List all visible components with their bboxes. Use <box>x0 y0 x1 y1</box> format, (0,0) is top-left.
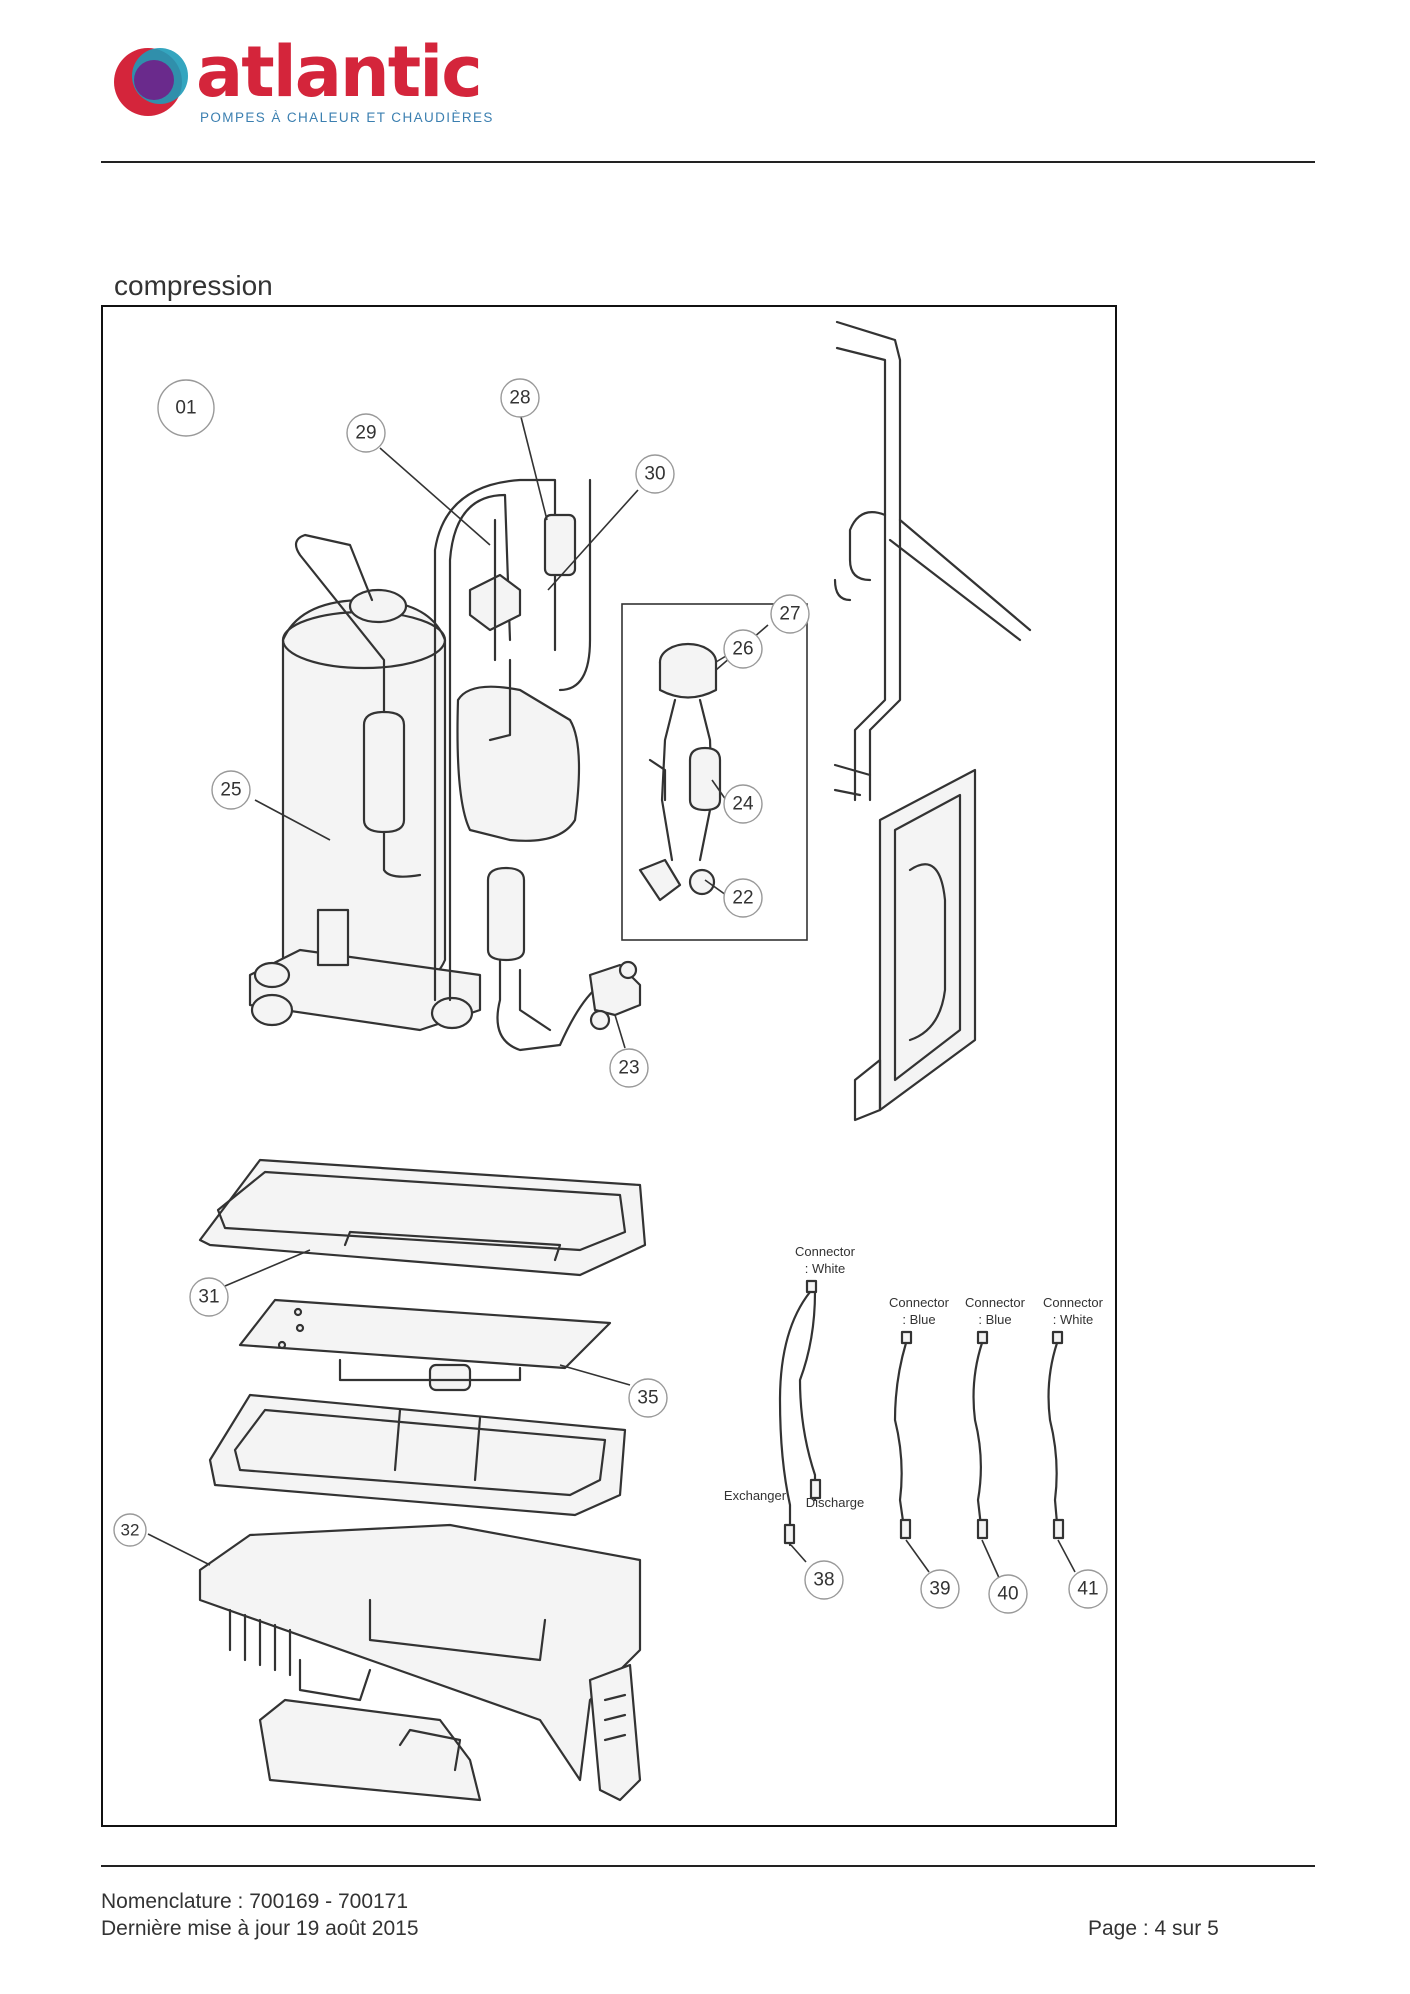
reversing-valve-group <box>638 642 722 902</box>
callout-38-label: 38 <box>813 1570 834 1591</box>
callout-40: 40 <box>988 1574 1028 1614</box>
connector-white-b-label-1: Connector <box>1043 1295 1104 1310</box>
callout-27: 27 <box>770 594 810 634</box>
connector-white-label-1: Connector <box>795 1244 856 1259</box>
callout-26-label: 26 <box>732 639 753 660</box>
connector-blue-a-label-2: : Blue <box>902 1312 935 1327</box>
callout-31: 31 <box>189 1277 229 1317</box>
footer-nomenclature: Nomenclature : 700169 - 700171 <box>101 1890 409 1913</box>
callout-22: 22 <box>723 878 763 918</box>
section-title: compression <box>114 270 273 301</box>
leader-lines <box>147 412 1076 1581</box>
atlantic-logo-icon <box>114 48 188 116</box>
diagram-frame <box>101 305 1117 1827</box>
callout-39: 39 <box>920 1569 960 1609</box>
inset-box <box>621 603 808 941</box>
callout-31-label: 31 <box>198 1287 219 1308</box>
compressor-assembly <box>248 478 642 1052</box>
callout-28: 28 <box>500 378 540 418</box>
discharge-label: Discharge <box>806 1495 865 1510</box>
callout-01: 01 <box>157 379 215 437</box>
callout-35-label: 35 <box>637 1388 658 1409</box>
callout-25: 25 <box>211 770 251 810</box>
callout-28-label: 28 <box>509 388 530 409</box>
callout-40-label: 40 <box>997 1584 1018 1605</box>
callout-26: 26 <box>723 629 763 669</box>
brand-name: atlantic <box>196 31 483 113</box>
pipe-bracket-assembly <box>833 320 1032 1122</box>
callout-29-label: 29 <box>355 423 376 444</box>
atlantic-logo: atlantic POMPES À CHALEUR ET CHAUDIÈRES <box>112 32 494 138</box>
connector-blue-b-label-1: Connector <box>965 1295 1026 1310</box>
connector-blue-a-label-1: Connector <box>889 1295 950 1310</box>
pcb-board <box>238 1298 612 1392</box>
footer-updated-date: Dernière mise à jour 19 août 2015 <box>101 1917 419 1940</box>
callout-24-label: 24 <box>732 794 754 815</box>
header-rule <box>101 161 1315 163</box>
cover-panel <box>198 1158 647 1277</box>
callout-41-label: 41 <box>1077 1579 1098 1600</box>
callout-38: 38 <box>804 1560 844 1600</box>
callout-32-label: 32 <box>121 1521 140 1540</box>
callout-22-label: 22 <box>732 888 753 909</box>
connector-white-b-label-2: : White <box>1053 1312 1093 1327</box>
callout-25-label: 25 <box>220 780 241 801</box>
callout-29: 29 <box>346 413 386 453</box>
brand-tagline: POMPES À CHALEUR ET CHAUDIÈRES <box>200 110 494 125</box>
connector-labels: Connector : White Connector : Blue Conne… <box>724 1244 1104 1510</box>
electrical-box <box>198 1523 642 1802</box>
tray-frame <box>208 1393 627 1517</box>
sensor-cables <box>778 1279 1065 1547</box>
callout-23-label: 23 <box>618 1058 639 1079</box>
callout-30-label: 30 <box>644 464 665 485</box>
callout-39-label: 39 <box>929 1579 950 1600</box>
callout-27-label: 27 <box>779 604 800 625</box>
footer-page-number: Page : 4 sur 5 <box>1088 1917 1219 1940</box>
connector-white-label-2: : White <box>805 1261 845 1276</box>
callout-24: 24 <box>723 784 763 824</box>
footer-rule <box>101 1865 1315 1867</box>
callout-01-label: 01 <box>175 398 196 419</box>
callout-32: 32 <box>113 1513 147 1547</box>
callout-41: 41 <box>1068 1569 1108 1609</box>
callout-23: 23 <box>609 1048 649 1088</box>
callout-35: 35 <box>628 1378 668 1418</box>
connector-blue-b-label-2: : Blue <box>978 1312 1011 1327</box>
exchanger-label: Exchanger <box>724 1488 787 1503</box>
callout-30: 30 <box>635 454 675 494</box>
